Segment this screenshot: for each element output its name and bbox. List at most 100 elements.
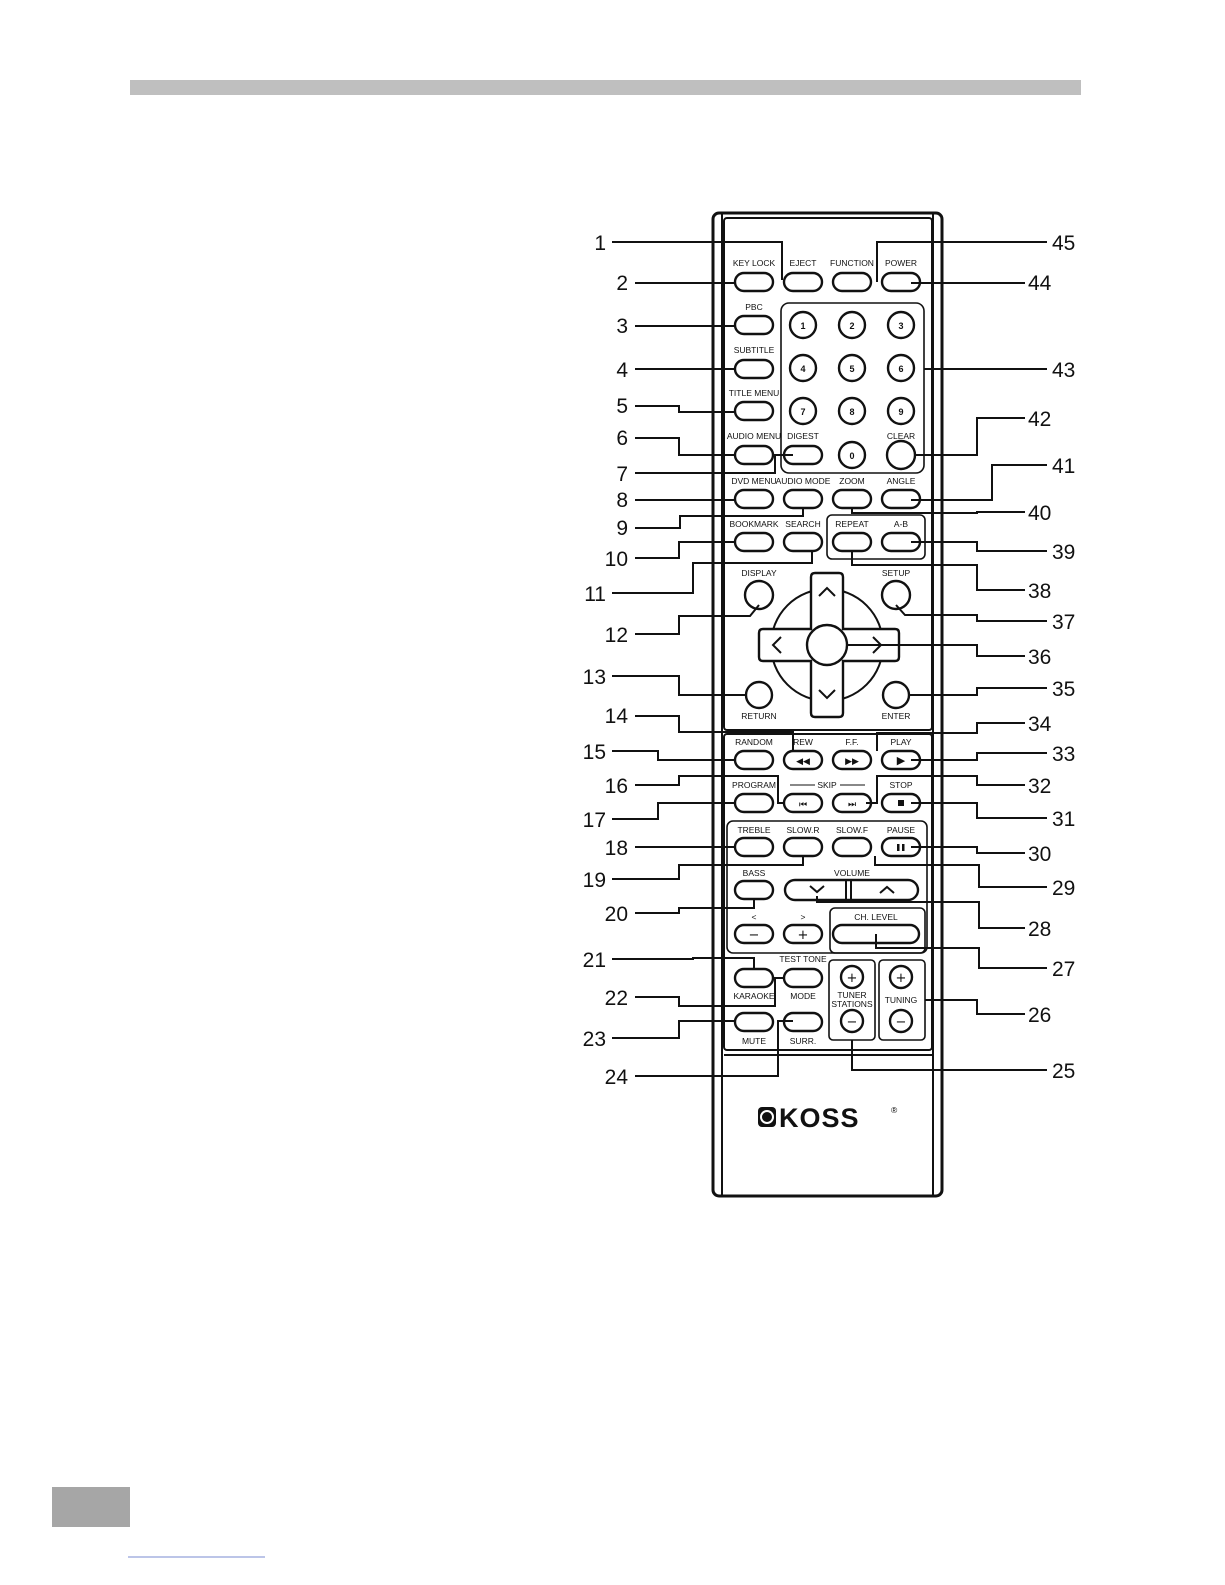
digit-5-button[interactable] [837, 353, 867, 383]
tuner-plus-icon: + [847, 971, 858, 986]
mode-button[interactable] [782, 967, 824, 989]
tuning-minus-button[interactable] [888, 1008, 914, 1034]
clear-label: CLEAR [887, 431, 915, 441]
callout-8: 8 [616, 489, 628, 512]
eject-button[interactable] [782, 271, 824, 293]
random-label: RANDOM [735, 737, 773, 747]
digit-6-text: 6 [898, 364, 903, 374]
slow-r-button[interactable] [782, 836, 824, 858]
digit-6-button[interactable] [886, 353, 916, 383]
tuner-label: TUNER [837, 990, 866, 1000]
digit-1-text: 1 [800, 321, 805, 331]
treble-button[interactable] [733, 836, 775, 858]
callout-17: 17 [583, 809, 606, 832]
digit-9-text: 9 [898, 407, 903, 417]
left-arrow-icon[interactable] [771, 636, 782, 654]
callout-36: 36 [1028, 646, 1051, 669]
callout-41: 41 [1052, 455, 1075, 478]
rew-label: REW [793, 737, 813, 747]
callout-39: 39 [1052, 541, 1075, 564]
callout-29: 29 [1052, 877, 1075, 900]
volume-down-icon[interactable] [809, 885, 825, 894]
digit-2-text: 2 [849, 321, 854, 331]
key-lock-label: KEY LOCK [733, 258, 776, 268]
play-label: PLAY [890, 737, 911, 747]
tuner-plus-button[interactable] [839, 964, 865, 990]
program-button[interactable] [733, 792, 775, 814]
down-arrow-icon[interactable] [818, 689, 836, 700]
callout-24: 24 [605, 1066, 629, 1089]
digit-1-button[interactable] [788, 310, 818, 340]
tuner-minus-button[interactable] [839, 1008, 865, 1034]
digit-8-button[interactable] [837, 396, 867, 426]
ff-button[interactable] [831, 749, 873, 771]
clear-button[interactable] [885, 439, 917, 471]
setup-label: SETUP [882, 568, 911, 578]
ch-level-minus-button[interactable] [733, 923, 775, 945]
random-button[interactable] [733, 749, 775, 771]
up-arrow-icon[interactable] [818, 586, 836, 597]
tuner-minus-icon: − [847, 1015, 858, 1030]
callout-26: 26 [1028, 1004, 1051, 1027]
slow-f-button[interactable] [831, 836, 873, 858]
bookmark-button[interactable] [733, 531, 775, 553]
zoom-button[interactable] [831, 488, 873, 510]
callout-6: 6 [616, 427, 628, 450]
ch-level-plus-button[interactable] [782, 923, 824, 945]
volume-up-icon[interactable] [879, 885, 895, 894]
rew-button[interactable] [782, 749, 824, 771]
digit-2-button[interactable] [837, 310, 867, 340]
callout-1: 1 [594, 232, 606, 255]
digit-8-text: 8 [849, 407, 854, 417]
callouts-right: 25 26 27 28 29 30 31 32 33 34 35 36 37 3… [1028, 232, 1075, 1083]
callout-42: 42 [1028, 408, 1051, 431]
karaoke-button[interactable] [733, 967, 775, 989]
digit-4-button[interactable] [788, 353, 818, 383]
enter-label: ENTER [882, 711, 911, 721]
callout-15: 15 [583, 741, 606, 764]
digit-7-button[interactable] [788, 396, 818, 426]
enter-center-button[interactable] [805, 623, 849, 667]
display-button[interactable] [743, 579, 775, 611]
callout-2: 2 [616, 272, 628, 295]
digit-0-button[interactable] [837, 440, 867, 470]
treble-label: TREBLE [737, 825, 770, 835]
dvd-menu-button[interactable] [733, 488, 775, 510]
zoom-label: ZOOM [839, 476, 865, 486]
digit-9-button[interactable] [886, 396, 916, 426]
test-tone-label: TEST TONE [779, 954, 827, 964]
brand-name: KOSS [779, 1103, 860, 1133]
return-button[interactable] [744, 680, 774, 710]
ch-level-frame [829, 907, 926, 954]
tuning-plus-button[interactable] [888, 964, 914, 990]
plus-icon: + [798, 928, 809, 943]
audio-menu-button[interactable] [733, 444, 775, 466]
key-lock-button[interactable] [733, 271, 775, 293]
callout-38: 38 [1028, 580, 1051, 603]
callout-7: 7 [616, 463, 628, 486]
search-button[interactable] [782, 531, 824, 553]
pbc-button[interactable] [733, 314, 775, 336]
function-button[interactable] [831, 271, 873, 293]
mode-label: MODE [790, 991, 816, 1001]
power-label: POWER [885, 258, 917, 268]
mute-button[interactable] [733, 1011, 775, 1033]
registered-mark: ® [891, 1105, 898, 1115]
subtitle-button[interactable] [733, 358, 775, 380]
audio-mode-button[interactable] [782, 488, 824, 510]
callout-44: 44 [1028, 272, 1052, 295]
title-menu-button[interactable] [733, 400, 775, 422]
leader-lines [612, 241, 1047, 1077]
display-label: DISPLAY [741, 568, 777, 578]
enter-button[interactable] [881, 680, 911, 710]
bass-button[interactable] [733, 879, 775, 901]
slow-f-label: SLOW.F [836, 825, 868, 835]
digit-3-button[interactable] [886, 310, 916, 340]
repeat-button[interactable] [831, 531, 873, 553]
setup-button[interactable] [880, 579, 912, 611]
numpad-frame [780, 302, 925, 474]
skip-forward-icon: ⏭ [848, 800, 856, 810]
skip-back-icon: ⏮ [799, 800, 807, 810]
less-label: < [752, 912, 757, 922]
digit-7-text: 7 [800, 407, 805, 417]
